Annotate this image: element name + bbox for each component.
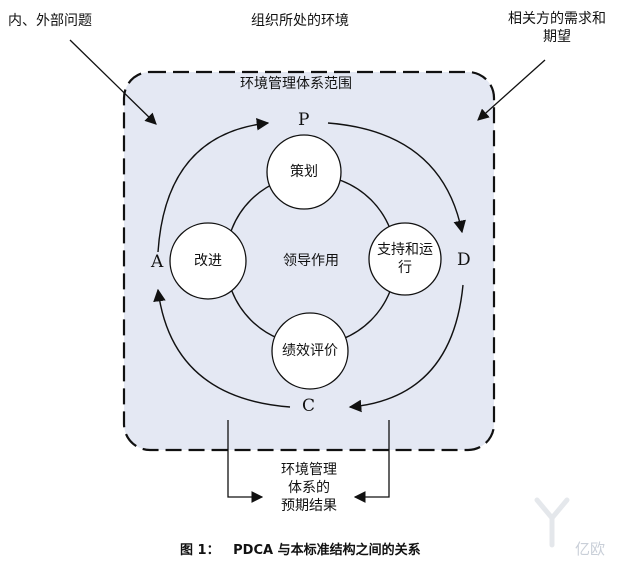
- label-support: 支持和运 行: [369, 241, 441, 277]
- label-outcome-line1: 环境管理: [281, 462, 337, 478]
- watermark-text: 亿欧: [575, 540, 606, 558]
- label-scope: 环境管理体系范围: [240, 76, 352, 92]
- label-stakeholder-needs-line1: 相关方的需求和: [508, 11, 606, 27]
- label-stakeholder-needs-line2: 期望: [543, 29, 571, 45]
- figure-caption: 图 1： PDCA 与本标准结构之间的关系: [180, 543, 421, 558]
- arrow-needs: [477, 59, 546, 121]
- arc-d-to-c: [348, 284, 464, 413]
- label-support-line2: 行: [398, 260, 412, 276]
- evaluate-circle: [271, 312, 349, 390]
- arrow-internal-external: [69, 39, 157, 125]
- label-support-line1: 支持和运: [377, 242, 433, 258]
- arc-p-to-d: [327, 122, 466, 234]
- improve-circle: [169, 222, 247, 300]
- label-outcome-line3: 预期结果: [281, 498, 337, 514]
- label-org-environment: 组织所处的环境: [251, 13, 349, 29]
- scope-box: [122, 70, 496, 452]
- label-outcome-line2: 体系的: [288, 480, 330, 496]
- label-p: P: [298, 110, 310, 130]
- label-internal-external: 内、外部问题: [8, 13, 92, 29]
- outcome-bracket-left: [227, 420, 264, 503]
- support-circle: [368, 222, 442, 296]
- outcome-bracket-right: [353, 420, 390, 503]
- label-plan: 策划: [290, 164, 318, 180]
- label-stakeholder-needs: 相关方的需求和 期望: [495, 10, 619, 46]
- label-improve: 改进: [194, 253, 222, 269]
- arc-c-to-a: [153, 288, 291, 408]
- label-evaluate: 绩效评价: [282, 343, 338, 359]
- label-outcome: 环境管理 体系的 预期结果: [262, 461, 356, 515]
- arc-a-to-p: [157, 117, 270, 253]
- label-leadership: 领导作用: [283, 253, 339, 269]
- label-c: C: [302, 396, 316, 416]
- label-d: D: [457, 250, 471, 270]
- plan-circle: [266, 134, 342, 210]
- label-a: A: [151, 252, 164, 272]
- watermark-logo-icon: [534, 497, 570, 548]
